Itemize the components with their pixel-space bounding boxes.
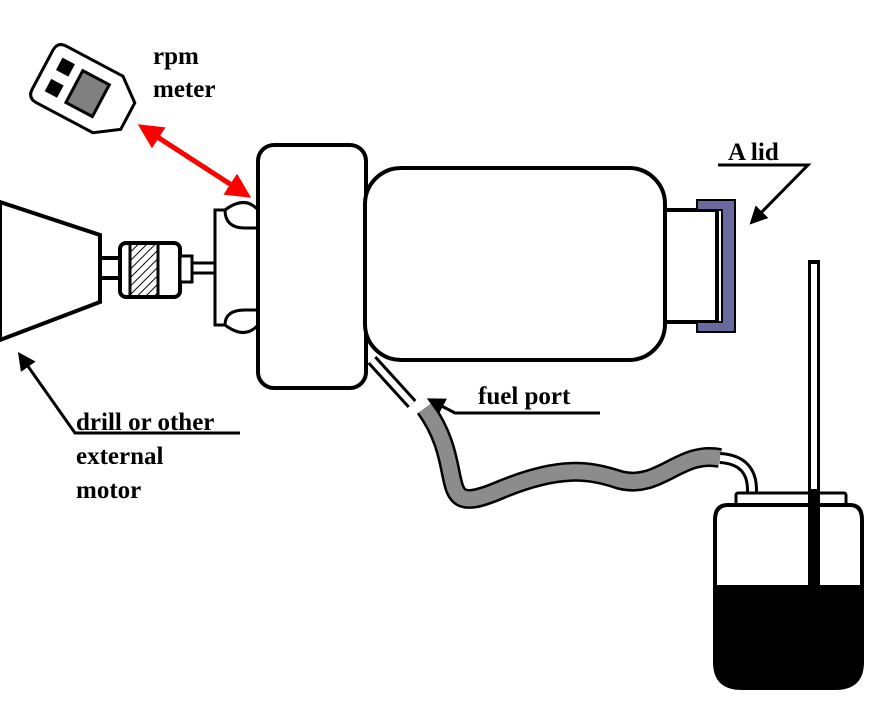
rpm-meter-device [29, 43, 137, 135]
engine-front-housing [256, 143, 368, 390]
label-meter: meter [153, 76, 216, 103]
label-lid: A lid [728, 139, 779, 166]
label-drill-line2: external [76, 443, 164, 470]
label-rpm: rpm [153, 43, 199, 70]
label-drill-line3: motor [76, 477, 142, 504]
fuel-level [715, 585, 862, 688]
meter-display [63, 68, 112, 119]
drill-leader [17, 352, 240, 435]
engine-rear-port [663, 208, 719, 324]
engine-body [363, 166, 667, 362]
lid-leader [718, 163, 812, 225]
label-drill-line1: drill or other [76, 409, 215, 436]
lid [696, 199, 736, 333]
shaft-coupling [213, 208, 260, 327]
label-fuel-port: fuel port [478, 383, 571, 410]
drill-motor-body [0, 199, 102, 343]
fuel-port-leader [426, 398, 600, 415]
fuel-hose [418, 403, 722, 507]
rpm-measure-arrow [137, 124, 252, 198]
